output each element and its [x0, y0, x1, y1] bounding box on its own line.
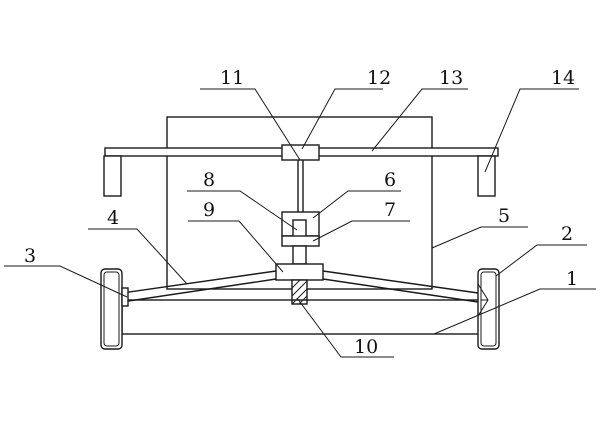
leader-lines — [4, 88, 596, 358]
left-strut — [121, 270, 277, 303]
left-wheel — [100, 268, 129, 350]
label-3: 3 — [24, 245, 36, 267]
label-5: 5 — [498, 205, 510, 227]
vertical-shaft — [297, 160, 304, 212]
label-8: 8 — [203, 169, 215, 191]
hub-post — [291, 279, 308, 305]
label-14: 14 — [551, 67, 575, 89]
right-wheel — [477, 268, 500, 350]
connecting-stem — [292, 245, 307, 265]
right-strut — [322, 270, 479, 303]
label-2: 2 — [561, 223, 573, 245]
label-6: 6 — [384, 169, 396, 191]
label-13: 13 — [439, 67, 463, 89]
base-beam — [121, 299, 480, 335]
label-1: 1 — [566, 268, 578, 290]
label-4: 4 — [107, 207, 119, 229]
label-9: 9 — [203, 199, 215, 221]
crossbar-coupling — [281, 144, 320, 161]
right-hanging-bracket — [477, 155, 496, 197]
label-11: 11 — [220, 67, 244, 89]
left-hanging-bracket — [103, 155, 122, 197]
label-10: 10 — [354, 336, 378, 358]
label-12: 12 — [367, 67, 391, 89]
central-hub — [275, 263, 324, 281]
label-7: 7 — [384, 199, 396, 221]
